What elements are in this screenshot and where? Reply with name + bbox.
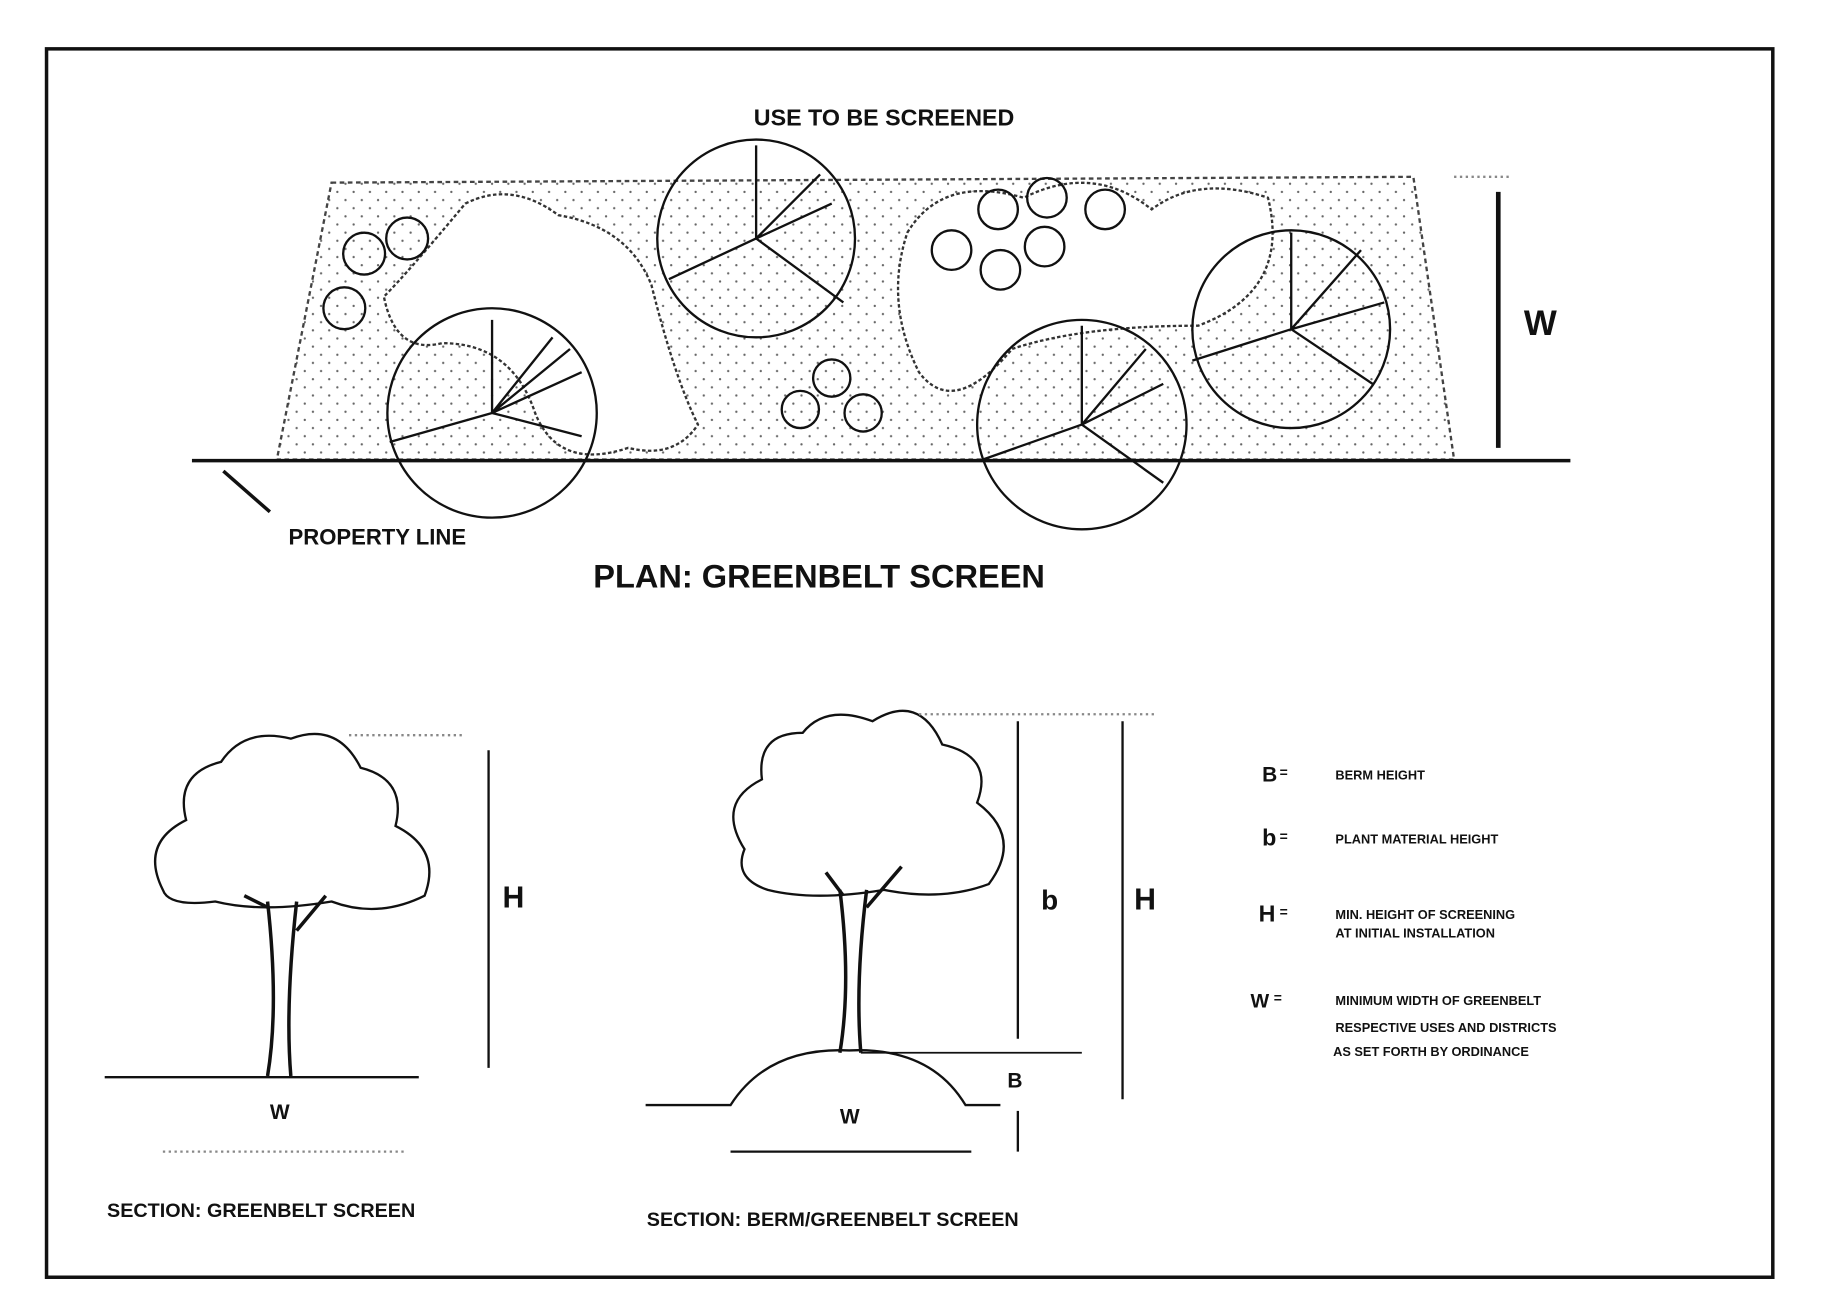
legend-text: BERM HEIGHT <box>1335 767 1425 782</box>
shrub-mass <box>382 193 700 456</box>
legend-symbol: W <box>1251 990 1270 1012</box>
section-berm: b H B W SECTION: BERM/GREENBELT SCREEN <box>645 709 1158 1231</box>
use-to-be-screened-label: USE TO BE SCREENED <box>754 105 1015 131</box>
plant-height-label: b <box>1041 885 1058 916</box>
berm-section-height-label: H <box>1134 884 1156 917</box>
svg-text:=: = <box>1280 764 1288 780</box>
svg-text:=: = <box>1280 904 1288 920</box>
legend-symbol: B <box>1262 764 1277 787</box>
shrubs <box>322 176 1127 433</box>
legend-text: MINIMUM WIDTH OF GREENBELT <box>1335 993 1541 1008</box>
berm-section-title: SECTION: BERM/GREENBELT SCREEN <box>647 1209 1019 1231</box>
section-greenbelt: H W SECTION: GREENBELT SCREEN <box>104 732 525 1222</box>
plan-view: USE TO BE SCREENED W PROPERTY LINE PLAN:… <box>191 105 1571 594</box>
legend-text: PLANT MATERIAL HEIGHT <box>1335 831 1498 846</box>
plan-title: PLAN: GREENBELT SCREEN <box>593 558 1045 594</box>
canopy-tree <box>975 318 1188 531</box>
legend-symbol: H <box>1259 900 1276 926</box>
legend-text: AS SET FORTH BY ORDINANCE <box>1333 1044 1529 1059</box>
legend-text: MIN. HEIGHT OF SCREENING <box>1335 907 1515 922</box>
canopy-tree <box>656 138 857 339</box>
legend: B = BERM HEIGHT b = PLANT MATERIAL HEIGH… <box>1251 764 1557 1060</box>
greenbelt-width-label: W <box>270 1101 290 1124</box>
berm-height-label: B <box>1007 1070 1022 1093</box>
svg-text:=: = <box>1280 828 1288 844</box>
property-line-leader <box>222 469 272 514</box>
plan-width-label: W <box>1524 304 1557 343</box>
svg-text:=: = <box>1274 990 1282 1006</box>
berm-width-label: W <box>840 1106 860 1129</box>
greenbelt-height-label: H <box>503 881 525 914</box>
greenbelt-section-title: SECTION: GREENBELT SCREEN <box>107 1200 415 1222</box>
canopy-tree <box>1191 229 1392 430</box>
property-line-label: PROPERTY LINE <box>288 524 466 549</box>
frame-border <box>44 47 1775 1279</box>
canopy-tree <box>386 307 598 519</box>
legend-symbol: b <box>1262 825 1276 851</box>
shrub-mass <box>896 181 1274 392</box>
legend-text: AT INITIAL INSTALLATION <box>1335 926 1495 941</box>
legend-text: RESPECTIVE USES AND DISTRICTS <box>1335 1020 1557 1035</box>
